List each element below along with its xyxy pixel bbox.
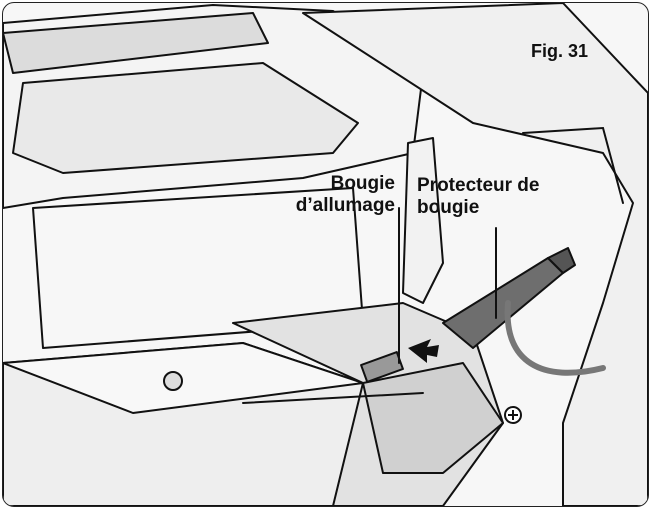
cover-lip (12, 62, 359, 174)
plug-cap-label: Protecteur de bougie (417, 175, 539, 219)
spark-plug-label-line1: Bougie (330, 173, 395, 194)
cover-emblem (3, 12, 269, 74)
plug-cap-label-line1: Protecteur de (417, 175, 540, 196)
bracket (402, 137, 444, 304)
nut-icon (163, 371, 183, 391)
right-housing (302, 3, 648, 506)
cap-tip (547, 247, 576, 274)
figure-number: Fig. 31 (531, 41, 589, 61)
spark-plug-label: Bougie d’allumage (239, 173, 395, 217)
spark-plug-cap (442, 257, 564, 349)
engine-illustration (3, 3, 648, 506)
ignition-lead (504, 300, 606, 376)
plug-cap-label-line2: bougie (417, 197, 480, 218)
cylinder-head (362, 362, 504, 474)
spark-plug-label-line2: d’allumage (295, 195, 395, 216)
arrow-icon (408, 339, 439, 363)
